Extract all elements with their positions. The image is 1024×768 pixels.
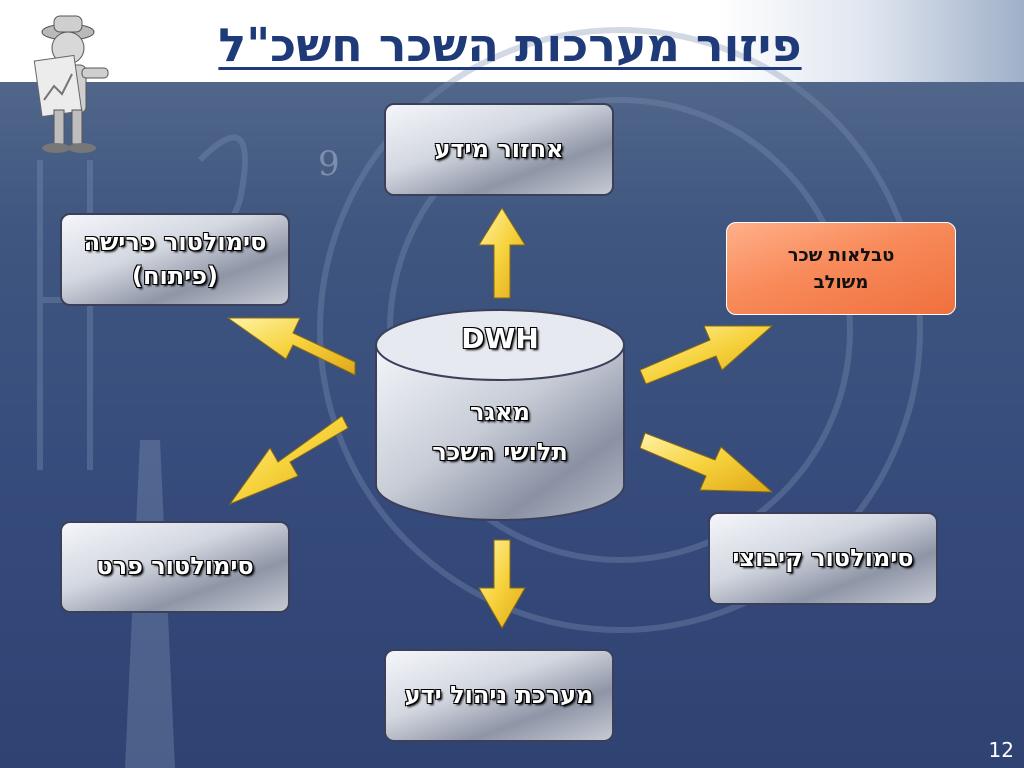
title-bar bbox=[0, 0, 1024, 82]
arrow-down bbox=[478, 539, 526, 630]
box-knowledge-management-label: מערכת ניהול ידע bbox=[404, 680, 594, 709]
box-retirement-simulator: סימולטור פרישה (פיתוח) bbox=[60, 213, 290, 306]
box-integrated-salary-tables: טבלאות שכר משולב bbox=[726, 222, 956, 315]
arrow-up-right bbox=[639, 325, 774, 385]
box-collective-simulator-label: סימולטור קיבוצי bbox=[732, 543, 914, 572]
box-individual-simulator-label: סימולטור פרט bbox=[96, 552, 254, 581]
mascot-icon bbox=[33, 15, 109, 153]
dwh-subtitle-line2: תלושי השכר bbox=[432, 438, 568, 466]
svg-text:9: 9 bbox=[318, 144, 340, 184]
box-individual-simulator: סימולטור פרט bbox=[60, 521, 290, 613]
dwh-label: DWH bbox=[461, 322, 539, 355]
box-information-retrieval: אחזור מידע bbox=[384, 103, 614, 196]
slide-title: פיזור מערכות השכר חשכ"ל bbox=[218, 18, 802, 72]
box-information-retrieval-label: אחזור מידע bbox=[434, 134, 564, 163]
dwh-subtitle-line1: מאגר bbox=[469, 398, 530, 426]
box-integrated-salary-tables-line2: משולב bbox=[813, 271, 869, 293]
arrow-up bbox=[478, 207, 526, 299]
box-retirement-simulator-line2: (פיתוח) bbox=[132, 261, 218, 290]
arrow-down-left bbox=[228, 415, 349, 506]
box-retirement-simulator-line1: סימולטור פרישה bbox=[83, 227, 267, 256]
arrow-up-left bbox=[226, 317, 356, 376]
box-knowledge-management: מערכת ניהול ידע bbox=[384, 649, 614, 742]
page-number: 12 bbox=[988, 738, 1014, 762]
box-collective-simulator: סימולטור קיבוצי bbox=[708, 512, 938, 605]
arrow-down-right bbox=[639, 432, 774, 493]
box-integrated-salary-tables-line1: טבלאות שכר bbox=[787, 244, 895, 266]
